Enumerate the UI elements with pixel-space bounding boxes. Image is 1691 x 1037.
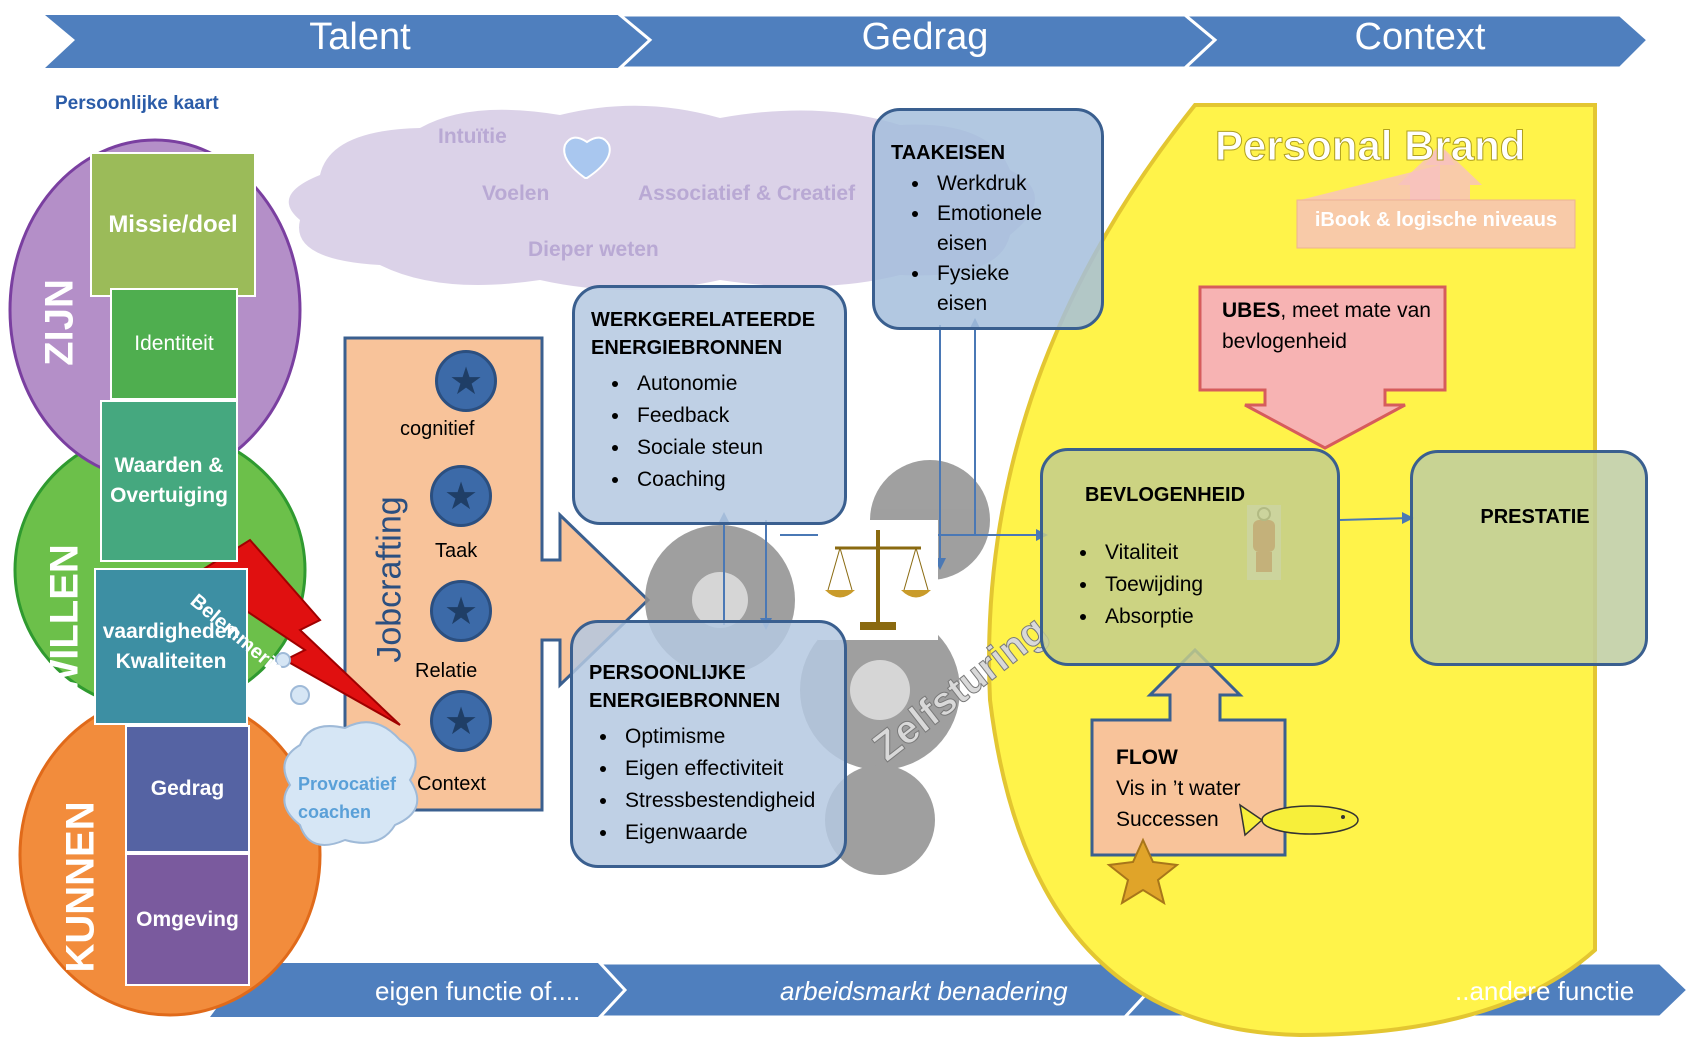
list-item: Vitaliteit [1099,537,1323,569]
jobcrafting-item-relatie: Relatie [415,660,478,682]
flow-arrow [1090,647,1287,857]
bevlogenheid-title: BEVLOGENHEID [1085,484,1246,506]
persoonlijke-energiebronnen-box: PERSOONLIJKE ENERGIEBRONNEN Optimisme Ei… [570,620,847,868]
willen-label: WILLEN [42,544,87,698]
provocatief-line2: coachen [298,802,372,822]
taakeisen-title: TAAKEISEN [891,142,1006,164]
list-item: Feedback [631,400,830,432]
jobcrafting-star-cognitief: ★ [435,350,497,412]
list-item: Optimisme [619,721,830,753]
cloud-voelen: Voelen [482,182,550,205]
cloud-associatief: Associatief & Creatief [638,182,856,205]
werkgerelateerde-energiebronnen-box: WERKGERELATEERDE ENERGIEBRONNEN Autonomi… [572,285,847,525]
list-item: Autonomie [631,368,830,400]
cloud-dieper: Dieper weten [528,238,659,261]
header-gedrag: Gedrag [861,16,989,58]
flow-title: FLOW [1116,746,1178,769]
header-talent: Talent [309,16,411,58]
header-chevron-context [1180,13,1651,70]
level-gedrag: Gedrag [125,725,250,853]
list-item: Sociale steun [631,432,830,464]
flow-line1: Vis in ’t water [1116,777,1241,800]
level-omgeving: Omgeving [125,853,250,986]
jobcrafting-star-context: ★ [430,690,492,752]
list-item: Stressbestendigheid [619,785,830,817]
fish-graphic [1238,803,1359,837]
persoonlijke-bronnen-title-line1: PERSOONLIJKE [589,662,746,684]
taakeisen-box: TAAKEISEN Werkdruk Emotionele eisen Fysi… [872,108,1104,330]
provocatief-cloud [283,721,419,846]
bottom-right-label: ..andere functie [1455,976,1635,1006]
jobcrafting-item-context: Context [417,773,486,795]
jobcrafting-item-taak: Taak [435,540,478,562]
werk-bronnen-list: Autonomie Feedback Sociale steun Coachin… [591,368,830,496]
provocatief-line1: Provocatief [298,774,397,794]
list-item: Toewijding [1099,569,1323,601]
bottom-middle-label: arbeidsmarkt benadering [780,976,1068,1006]
level-vaardigheden: vaardigheden Kwaliteiten [94,568,248,725]
level-missie: Missie/doel [90,152,256,297]
bevlogenheid-list: Vitaliteit Toewijding Absorptie [1059,537,1323,633]
list-item: Emotionele eisen [931,199,1057,259]
zijn-label: ZIJN [37,279,82,366]
header-context: Context [1354,16,1486,58]
list-item: Eigenwaarde [619,817,830,849]
bottom-left-label: eigen functie of.... [375,976,581,1006]
ubes-arrow [1198,285,1447,450]
persoonlijke-bronnen-title-line2: ENERGIEBRONNEN [589,690,781,712]
heart-icon [563,136,611,179]
list-item: Werkdruk [931,169,1087,199]
jobcrafting-star-relatie: ★ [430,580,492,642]
list-item: Eigen effectiviteit [619,753,830,785]
taakeisen-list: Werkdruk Emotionele eisen Fysieke eisen [891,169,1087,319]
bottom-chevron-left [210,963,625,1017]
jobcrafting-star-taak: ★ [430,465,492,527]
list-item: Coaching [631,464,830,496]
scale-graphic [818,520,938,640]
bevlogenheid-box: BEVLOGENHEID Vitaliteit Toewijding Absor… [1040,448,1340,666]
cloud-intuitie: Intuïtie [438,125,507,148]
werk-bronnen-title: WERKGERELATEERDE ENERGIEBRONNEN [591,306,830,362]
werk-bronnen-title-line2: ENERGIEBRONNEN [591,337,783,359]
level-vaardigheden-line1: vaardigheden [102,619,240,643]
personal-brand-title: Personal Brand [1214,122,1526,170]
flow-box: FLOW Vis in ’t water Successen [1116,742,1286,835]
ubes-bold: UBES [1222,299,1281,322]
persoonlijke-bronnen-list: Optimisme Eigen effectiviteit Stressbest… [589,721,830,849]
jobcrafting-item-cognitief: cognitief [400,418,475,440]
ubes-text: , meet mate van bevlogenheid [1222,299,1431,353]
flow-line2: Successen [1116,808,1219,831]
ibook-label: iBook & logische niveaus [1314,209,1558,231]
provocatief-label: Provocatief coachen [298,770,396,826]
jobcrafting-title: Jobcrafting [370,496,409,663]
medal-star [1106,837,1180,906]
werk-bronnen-title-line1: WERKGERELATEERDE [591,309,816,331]
list-item: Fysieke eisen [931,259,1027,319]
list-item: Absorptie [1099,601,1323,633]
level-vaardigheden-line2: Kwaliteiten [115,649,227,673]
prestatie-box: PRESTATIE [1410,450,1648,666]
header-chevron-talent [45,15,650,68]
ubes-box: UBES, meet mate van bevlogenheid [1222,295,1432,357]
intuition-cloud [288,105,1035,290]
kunnen-label: KUNNEN [58,801,103,973]
level-identiteit: Identiteit [110,288,238,400]
prestatie-title: PRESTATIE [1480,506,1590,528]
persoonlijke-bronnen-title: PERSOONLIJKE ENERGIEBRONNEN [589,659,830,715]
persoonlijke-kaart-title: Persoonlijke kaart [55,93,219,114]
level-waarden: Waarden & Overtuiging [100,400,238,562]
